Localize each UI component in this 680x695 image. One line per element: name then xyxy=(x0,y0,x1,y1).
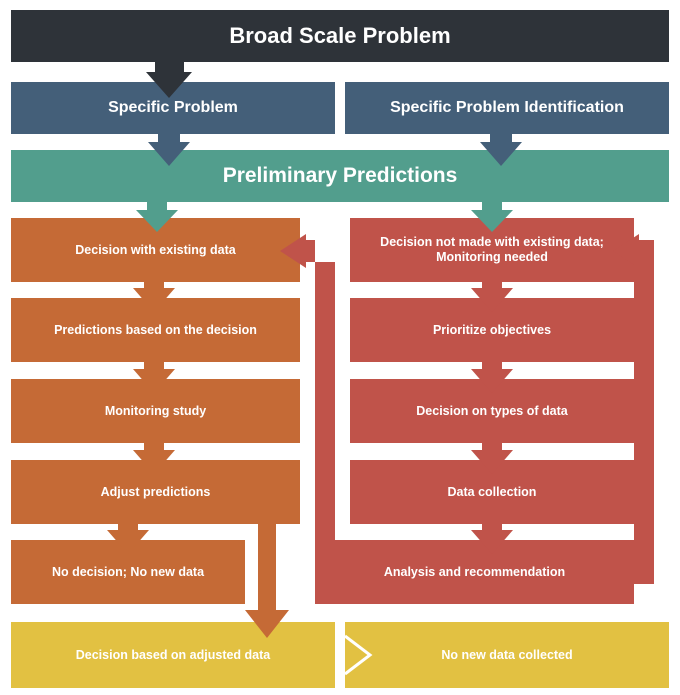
right-step-5-label: Analysis and recommendation xyxy=(383,564,566,579)
outcome-left-label: Decision based on adjusted data xyxy=(75,647,271,662)
broad-scale-problem-box: Broad Scale Problem xyxy=(11,10,669,62)
left-step-3-box: Monitoring study xyxy=(11,379,300,443)
left-step-2-box: Predictions based on the decision xyxy=(11,298,300,362)
preliminary-predictions-label: Preliminary Predictions xyxy=(222,164,458,188)
left-step-4-box: Adjust predictions xyxy=(11,460,300,524)
preliminary-predictions-box: Preliminary Predictions xyxy=(11,150,669,202)
left-step-4-label: Adjust predictions xyxy=(100,484,211,499)
right-step-4-box: Data collection xyxy=(350,460,634,524)
right-step-1-label: Decision not made with existing data; Mo… xyxy=(380,235,604,264)
right-step-4-label: Data collection xyxy=(447,484,537,499)
right-step-5-box: Analysis and recommendation xyxy=(315,540,634,604)
left-step-2-label: Predictions based on the decision xyxy=(54,322,257,337)
specific-problem-identification-box: Specific Problem Identification xyxy=(345,82,669,134)
left-step-5-box: No decision; No new data xyxy=(11,540,245,604)
right-step-3-label: Decision on types of data xyxy=(416,403,568,418)
right-step-1-box: Decision not made with existing data; Mo… xyxy=(350,218,634,282)
outcome-left-box: Decision based on adjusted data xyxy=(11,622,335,688)
specific-problem-label: Specific Problem xyxy=(108,99,238,117)
specific-problem-identification-label: Specific Problem Identification xyxy=(390,99,624,117)
right-step-3-box: Decision on types of data xyxy=(350,379,634,443)
specific-problem-box: Specific Problem xyxy=(11,82,335,134)
right-step-2-box: Prioritize objectives xyxy=(350,298,634,362)
left-step-1-box: Decision with existing data xyxy=(11,218,300,282)
left-step-1-label: Decision with existing data xyxy=(75,242,236,257)
left-step-5-label: No decision; No new data xyxy=(51,564,205,579)
right-step-2-label: Prioritize objectives xyxy=(432,322,552,337)
outcome-right-label: No new data collected xyxy=(441,647,573,662)
broad-scale-problem-label: Broad Scale Problem xyxy=(229,22,451,48)
outcome-right-box: No new data collected xyxy=(345,622,669,688)
left-step-3-label: Monitoring study xyxy=(104,403,207,418)
arrow-adjust-to-outcome xyxy=(245,524,289,638)
